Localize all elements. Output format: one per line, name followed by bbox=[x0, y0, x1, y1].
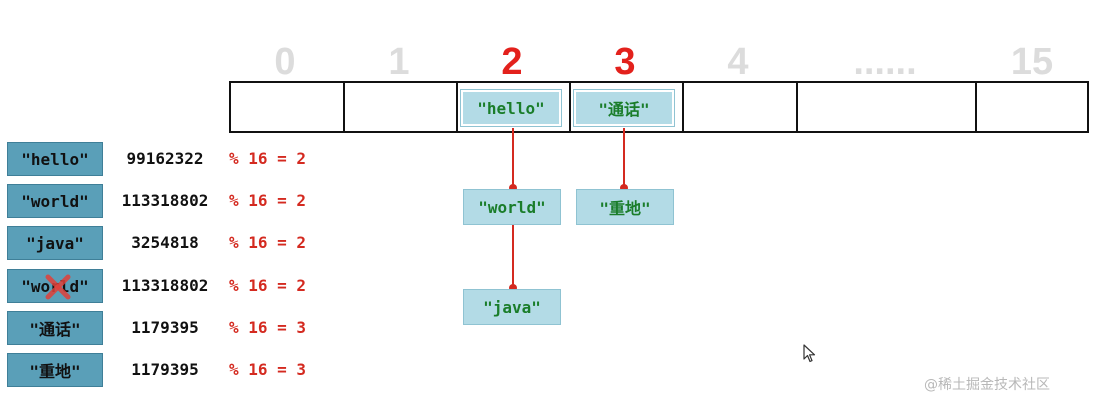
node-tonghua: "通话" bbox=[574, 90, 674, 126]
watermark-text: @稀土掘金技术社区 bbox=[924, 377, 1050, 393]
mouse-pointer-icon bbox=[803, 344, 816, 363]
mod-hello: % 16 = 2 bbox=[229, 149, 307, 168]
hash-world-duplicate: 113318802 bbox=[121, 276, 209, 295]
bucket-3 bbox=[571, 83, 684, 131]
bucket-1 bbox=[345, 83, 458, 131]
index-label-0: 0 bbox=[274, 41, 296, 83]
hash-hello: 99162322 bbox=[126, 149, 204, 168]
hash-tonghua: 1179395 bbox=[131, 318, 199, 337]
index-label-1: 1 bbox=[388, 41, 410, 83]
bucket-ellipsis bbox=[798, 83, 977, 131]
node-world: "world" bbox=[463, 189, 561, 225]
bucket-0 bbox=[231, 83, 345, 131]
index-label-4: 4 bbox=[727, 41, 749, 83]
key-java: "java" bbox=[7, 226, 103, 260]
hash-zhongdi: 1179395 bbox=[131, 360, 199, 379]
removed-x-icon bbox=[45, 274, 71, 300]
hash-world: 113318802 bbox=[121, 191, 209, 210]
mod-world-duplicate: % 16 = 2 bbox=[229, 276, 307, 295]
mod-zhongdi: % 16 = 3 bbox=[229, 360, 307, 379]
index-label-15: 15 bbox=[1010, 41, 1054, 83]
mod-tonghua: % 16 = 3 bbox=[229, 318, 307, 337]
bucket-2 bbox=[458, 83, 571, 131]
hash-table-array bbox=[229, 81, 1089, 133]
index-label-2: 2 bbox=[501, 41, 523, 83]
key-hello: "hello" bbox=[7, 142, 103, 176]
node-zhongdi: "重地" bbox=[576, 189, 674, 225]
key-zhongdi: "重地" bbox=[7, 353, 103, 387]
node-java: "java" bbox=[463, 289, 561, 325]
hash-java: 3254818 bbox=[131, 233, 199, 252]
node-hello: "hello" bbox=[461, 90, 561, 126]
key-world: "world" bbox=[7, 184, 103, 218]
index-label-ellipsis: ...... bbox=[853, 41, 917, 83]
mod-java: % 16 = 2 bbox=[229, 233, 307, 252]
index-label-3: 3 bbox=[614, 41, 636, 83]
mod-world: % 16 = 2 bbox=[229, 191, 307, 210]
key-tonghua: "通话" bbox=[7, 311, 103, 345]
bucket-4 bbox=[684, 83, 798, 131]
